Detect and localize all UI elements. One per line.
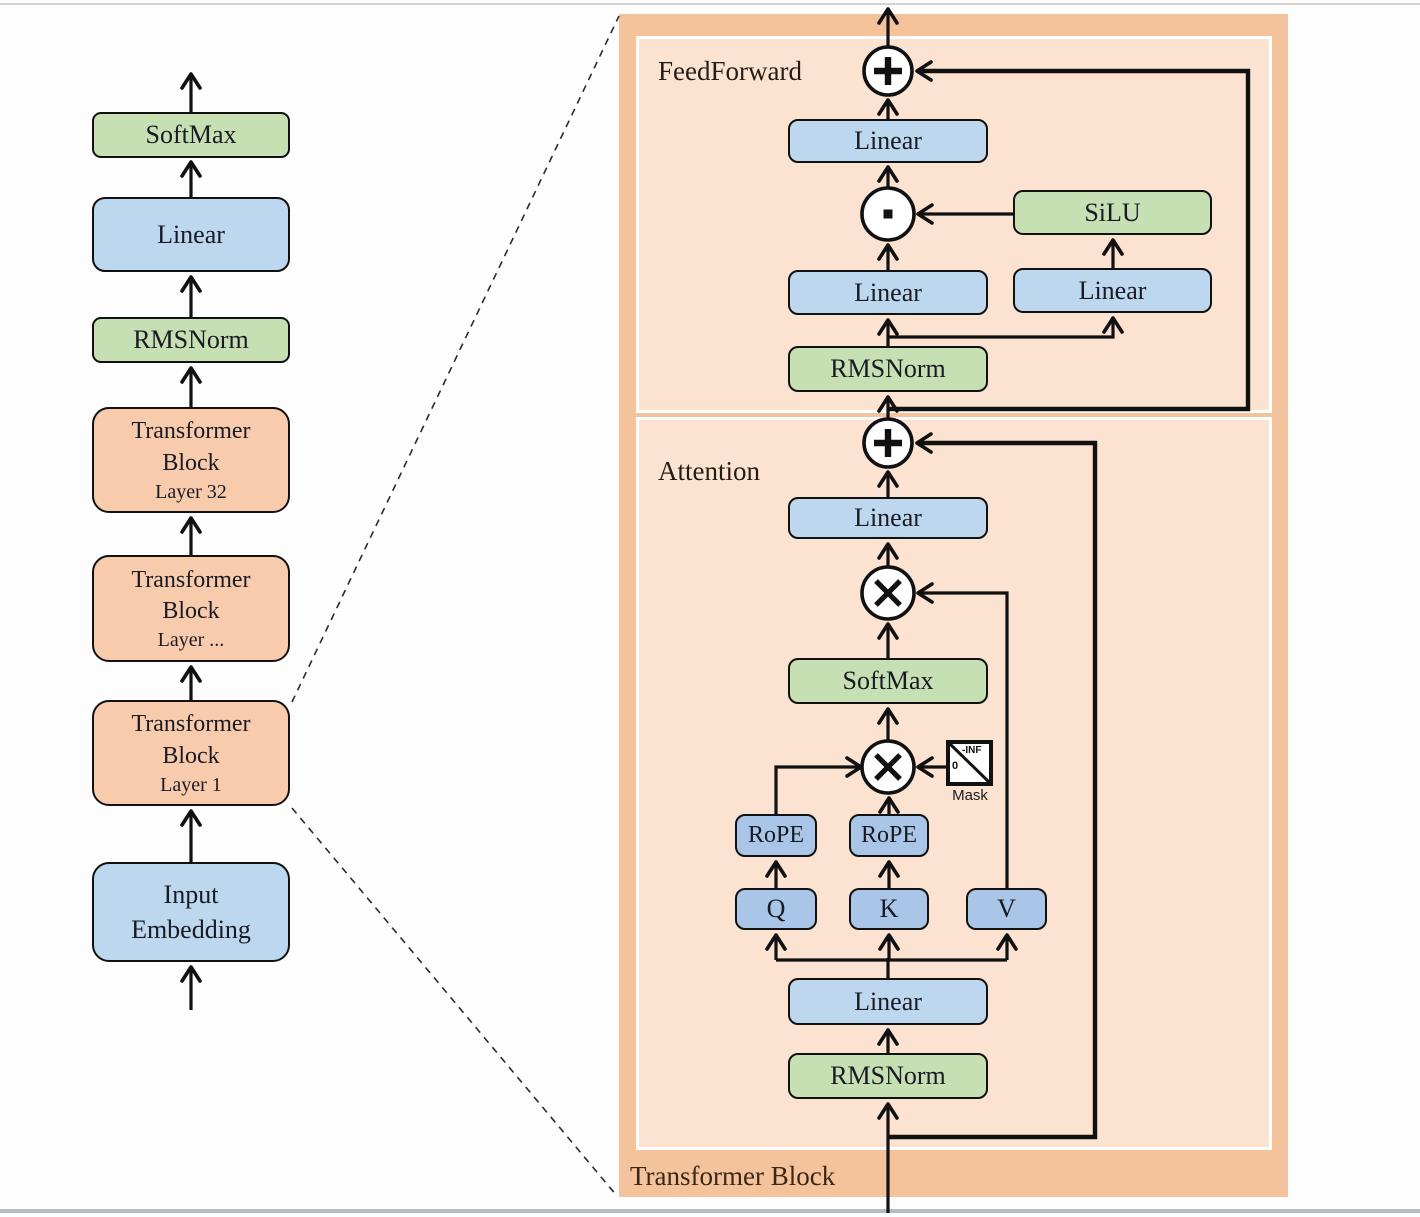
feedforward-section-label: FeedForward bbox=[658, 56, 802, 86]
ff-linear-up-box: Linear bbox=[1013, 268, 1212, 313]
attn-linear-in-box: Linear bbox=[788, 978, 988, 1025]
ff-rmsnorm-label: RMSNorm bbox=[830, 354, 946, 384]
transformer-block-layerdots-box: Transformer Block Layer ... bbox=[92, 555, 290, 662]
ff-linear-up-label: Linear bbox=[1078, 275, 1147, 305]
left-softmax-label: SoftMax bbox=[145, 120, 237, 150]
attn-linear-out-box: Linear bbox=[788, 497, 988, 539]
ff-silu-box: SiLU bbox=[1013, 190, 1212, 235]
transformer-block-layer32-label: Transformer Block bbox=[131, 418, 251, 476]
v-box: V bbox=[966, 888, 1047, 930]
add-circle-feedforward bbox=[862, 45, 914, 97]
residual-connections bbox=[889, 60, 1251, 1140]
rope-k-label: RoPE bbox=[860, 822, 917, 849]
matmul-circle-qk bbox=[860, 739, 916, 795]
left-softmax-box: SoftMax bbox=[92, 112, 290, 158]
ff-linear-gate-label: Linear bbox=[854, 277, 922, 307]
left-linear-label: Linear bbox=[157, 219, 225, 249]
ff-linear-out-label: Linear bbox=[854, 126, 922, 156]
transformer-block-layer32-box: Transformer Block Layer 32 bbox=[92, 407, 290, 513]
v-label: V bbox=[997, 894, 1016, 924]
attn-softmax-label: SoftMax bbox=[842, 666, 934, 696]
mask-icon bbox=[946, 740, 993, 786]
matmul-circle-attn-v bbox=[860, 565, 916, 621]
input-embedding-label: Input Embedding bbox=[131, 879, 251, 944]
transformer-block-layer32-sublabel: Layer 32 bbox=[155, 480, 227, 503]
transformer-block-layer1-box: Transformer Block Layer 1 bbox=[92, 700, 290, 806]
transformer-block-layer1-label: Transformer Block bbox=[131, 711, 251, 769]
zoom-guide-dashes bbox=[291, 15, 620, 1197]
attn-rmsnorm-box: RMSNorm bbox=[788, 1053, 988, 1099]
mask-caption: Mask bbox=[952, 787, 988, 804]
ff-silu-label: SiLU bbox=[1084, 197, 1141, 227]
elementwise-multiply-circle bbox=[860, 186, 916, 242]
k-box: K bbox=[849, 888, 929, 930]
screen-bottom-divider bbox=[0, 1209, 1420, 1213]
q-box: Q bbox=[735, 888, 817, 930]
attn-rmsnorm-label: RMSNorm bbox=[830, 1061, 946, 1091]
mask-zero-text: 0 bbox=[952, 760, 959, 772]
flow-lines bbox=[765, 7, 1124, 1213]
attention-section-label: Attention bbox=[658, 456, 760, 486]
rope-k-box: RoPE bbox=[849, 814, 929, 857]
q-label: Q bbox=[766, 894, 786, 924]
rope-q-label: RoPE bbox=[747, 822, 804, 849]
attn-linear-in-label: Linear bbox=[854, 986, 922, 1016]
attn-softmax-box: SoftMax bbox=[788, 658, 988, 704]
left-rmsnorm-label: RMSNorm bbox=[133, 325, 249, 355]
mask-neg-inf-text: -INF bbox=[962, 745, 982, 756]
ff-linear-gate-box: Linear bbox=[788, 270, 988, 315]
ff-linear-out-box: Linear bbox=[788, 119, 988, 163]
transformer-block-caption: Transformer Block bbox=[630, 1161, 836, 1191]
rope-q-box: RoPE bbox=[735, 814, 817, 857]
transformer-block-layerdots-sublabel: Layer ... bbox=[157, 629, 225, 652]
screen-top-divider bbox=[0, 3, 1420, 5]
input-embedding-box: Input Embedding bbox=[92, 862, 290, 962]
left-rmsnorm-box: RMSNorm bbox=[92, 317, 290, 363]
ff-rmsnorm-box: RMSNorm bbox=[788, 346, 988, 392]
transformer-block-layerdots-label: Transformer Block bbox=[131, 566, 251, 624]
attn-linear-out-label: Linear bbox=[854, 503, 922, 533]
left-linear-box: Linear bbox=[92, 197, 290, 272]
operator-circles bbox=[860, 45, 916, 795]
k-label: K bbox=[879, 894, 899, 924]
transformer-block-layer1-sublabel: Layer 1 bbox=[160, 773, 222, 796]
add-circle-attention bbox=[862, 417, 914, 469]
